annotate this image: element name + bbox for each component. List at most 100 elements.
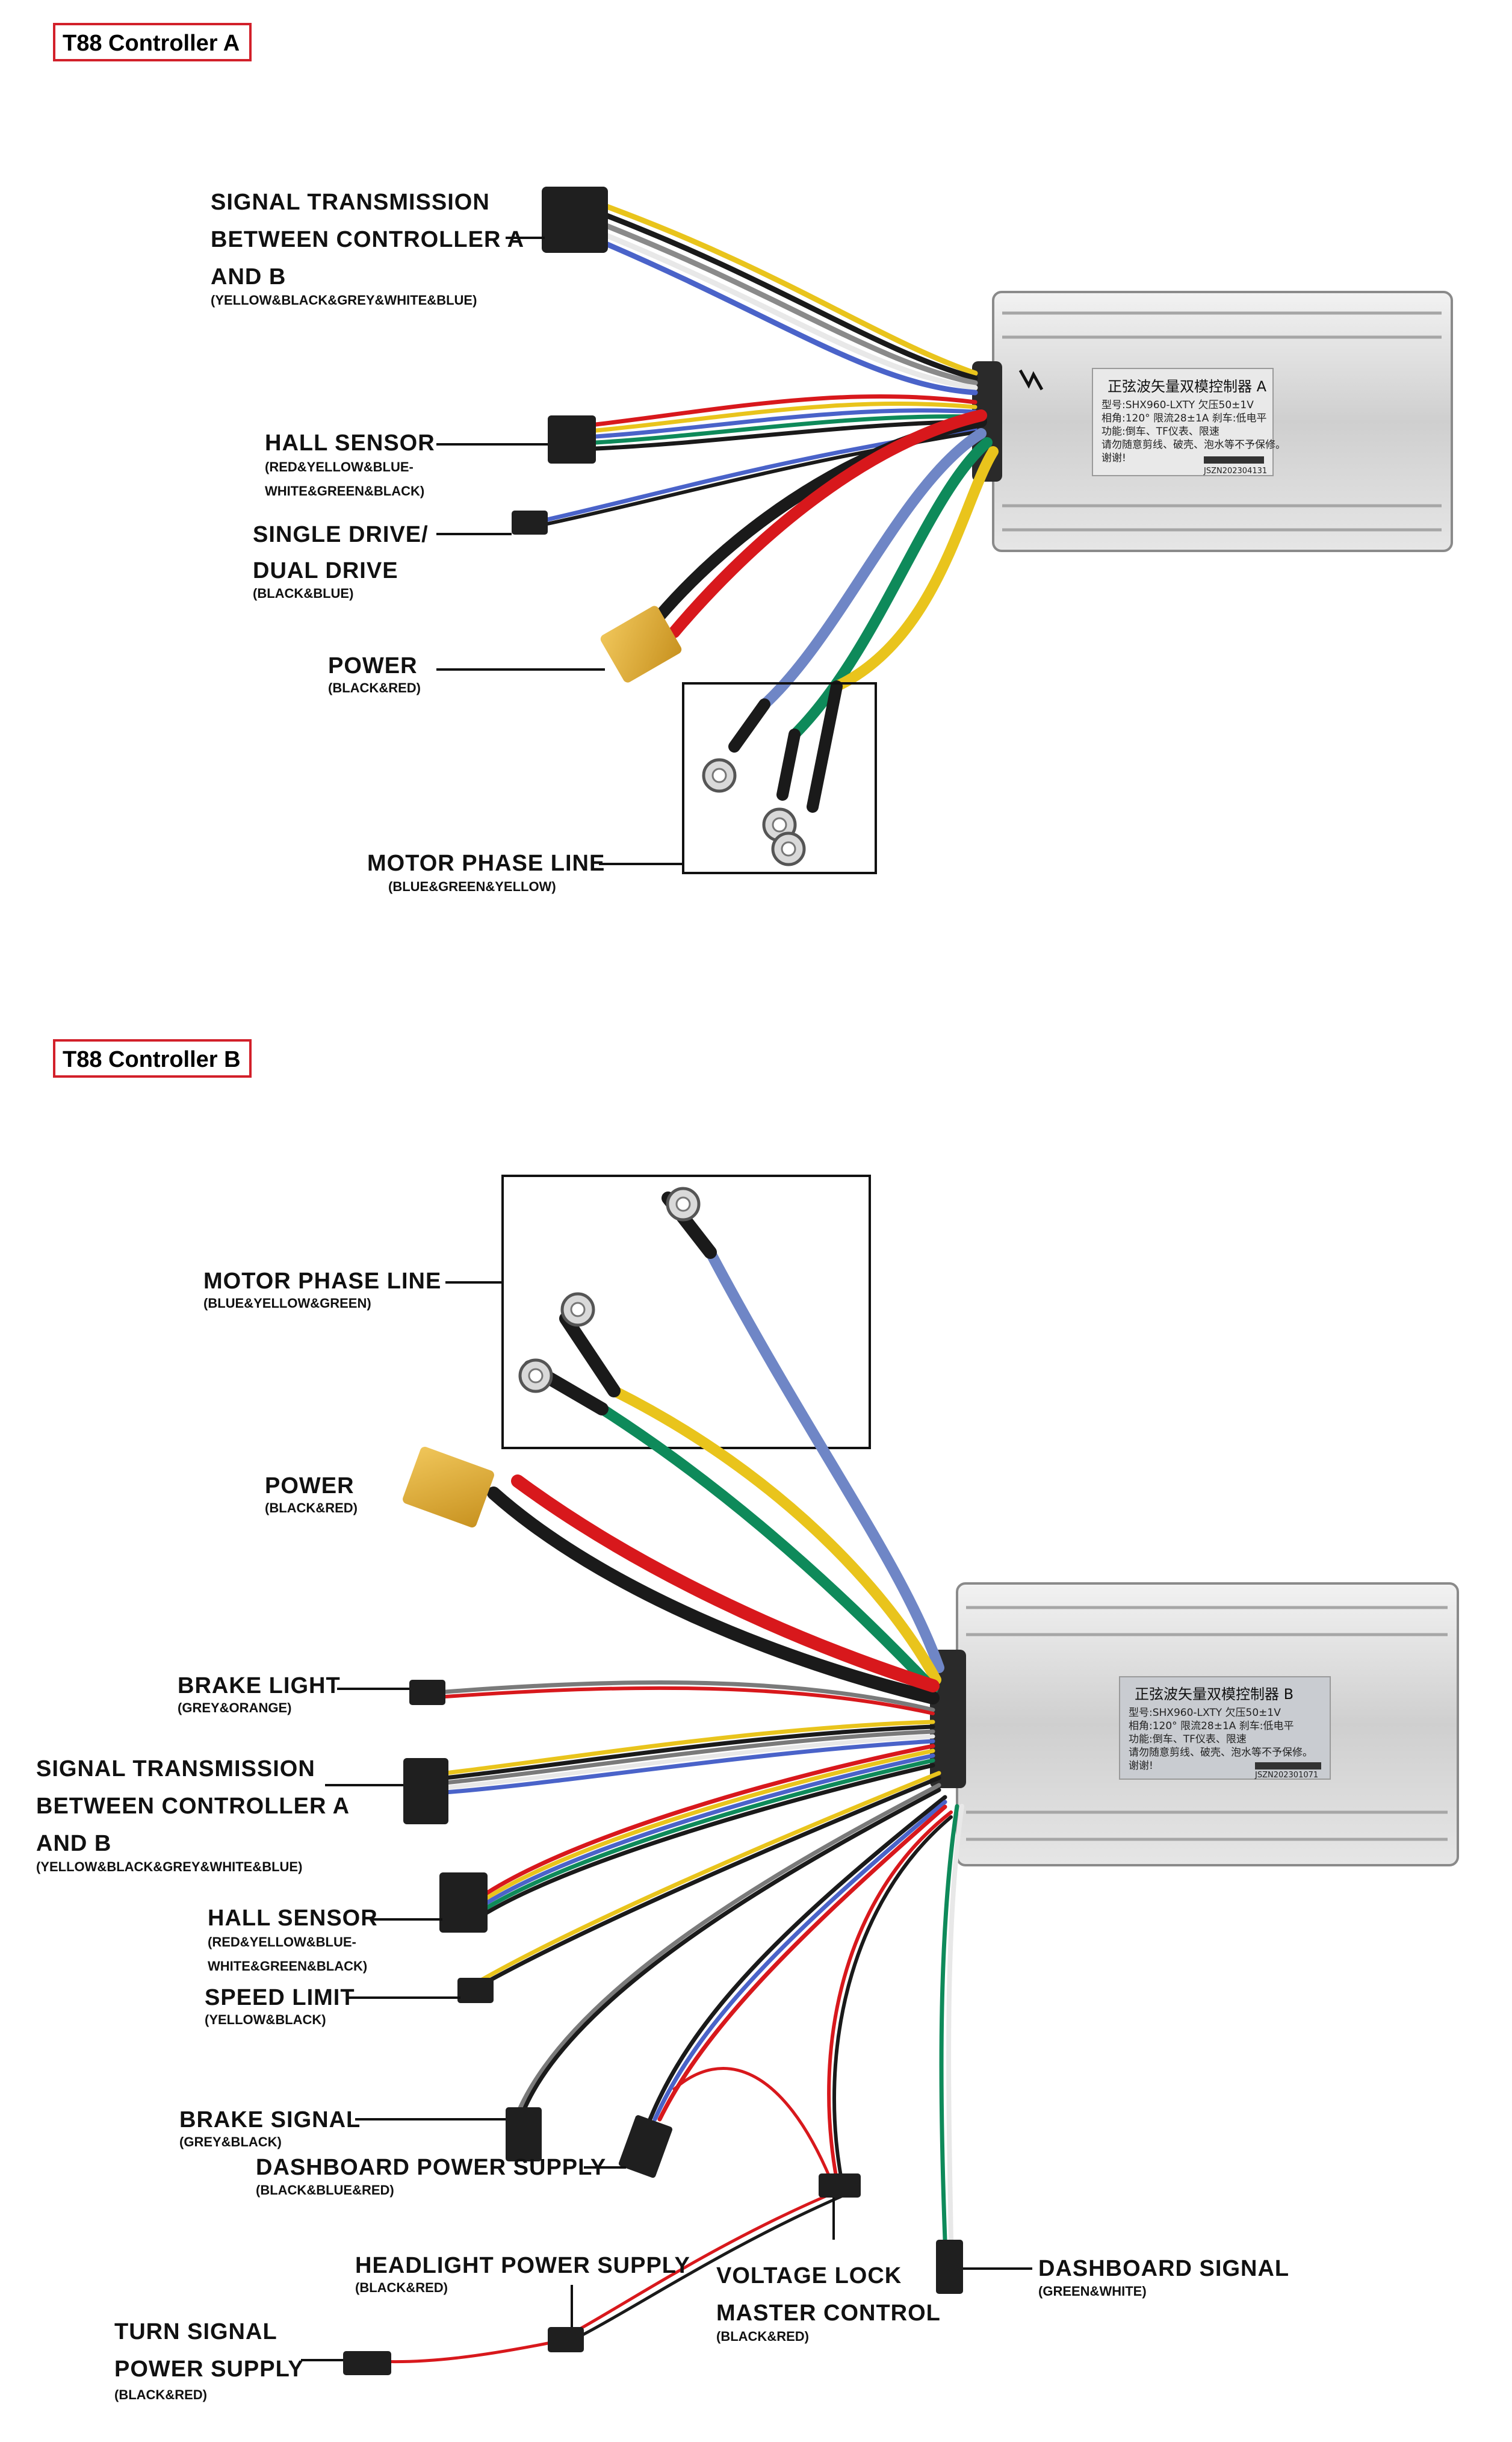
signal-connector-a xyxy=(542,187,608,253)
nameplate-b-line-5: 谢谢! xyxy=(1129,1760,1153,1772)
nameplate-a-line-5: 谢谢! xyxy=(1101,452,1126,464)
label-b-motor: MOTOR PHASE LINE xyxy=(203,1269,441,1294)
nameplate-b-line-2: 相角:120° 限流28±1A 刹车:低电平 xyxy=(1129,1720,1294,1732)
nameplate-b-serial: JSZN202301071 xyxy=(1254,1771,1318,1780)
connectors-a xyxy=(512,187,804,865)
nameplate-a-line-2: 相角:120° 限流28±1A 刹车:低电平 xyxy=(1101,412,1267,424)
section-title-a: T88 Controller A xyxy=(63,31,240,56)
drive-connector-a xyxy=(512,511,548,535)
label-b-headlight: HEADLIGHT POWER SUPPLY xyxy=(355,2253,690,2278)
label-b-power-sub: (BLACK&RED) xyxy=(265,1500,358,1515)
nameplate-b-title: 正弦波矢量双模控制器 B xyxy=(1135,1686,1294,1703)
brake-light-connector xyxy=(409,1680,445,1705)
xt60-connector-b xyxy=(403,1447,494,1527)
nameplate-b-line-4: 请勿随意剪线、破壳、泡水等不予保修。 xyxy=(1129,1747,1313,1759)
label-b-hall-sub: (RED&YELLOW&BLUE- xyxy=(208,1934,356,1950)
nameplate-a-line-3: 功能:倒车、TF仪表、限速 xyxy=(1101,426,1219,438)
label-a-power-sub: (BLACK&RED) xyxy=(328,680,421,695)
label-b-dashpower: DASHBOARD POWER SUPPLY xyxy=(256,2155,606,2180)
ring-terminal-blue-b xyxy=(668,1188,699,1220)
signal-connector-b xyxy=(403,1758,448,1824)
dashboard-power-connector xyxy=(618,2115,672,2178)
hall-connector-b xyxy=(439,1872,488,1933)
nameplate-a-title: 正弦波矢量双模控制器 A xyxy=(1108,378,1267,395)
label-b-brakesig-sub: (GREY&BLACK) xyxy=(179,2134,282,2149)
leaders-a xyxy=(436,237,683,865)
nameplate-b-line-3: 功能:倒车、TF仪表、限速 xyxy=(1129,1733,1247,1745)
motor-phase-box-b xyxy=(501,1175,871,1449)
label-b-power: POWER xyxy=(265,1473,355,1499)
label-a-motor-sub: (BLUE&GREEN&YELLOW) xyxy=(388,879,556,894)
label-b-dashsig-sub: (GREEN&WHITE) xyxy=(1038,2284,1147,2299)
wires-b xyxy=(359,1191,964,2364)
label-b-speed-sub: (YELLOW&BLACK) xyxy=(205,2012,326,2027)
label-a-power: POWER xyxy=(328,653,418,679)
brake-signal-connector xyxy=(506,2107,542,2161)
label-a-motor: MOTOR PHASE LINE xyxy=(367,851,605,876)
label-b-signal-3: AND B xyxy=(36,1831,111,1856)
label-b-signal-sub: (YELLOW&BLACK&GREY&WHITE&BLUE) xyxy=(36,1859,302,1874)
brand-mark-icon xyxy=(1018,369,1044,391)
label-a-signal-3: AND B xyxy=(211,264,286,290)
label-b-headlight-sub: (BLACK&RED) xyxy=(355,2280,448,2295)
label-b-hall: HALL SENSOR xyxy=(208,1906,378,1931)
label-b-brakelight-sub: (GREY&ORANGE) xyxy=(178,1700,291,1715)
label-b-dashpower-sub: (BLACK&BLUE&RED) xyxy=(256,2183,394,2198)
hall-connector-a xyxy=(548,415,596,464)
nameplate-a-line-4: 请勿随意剪线、破壳、泡水等不予保修。 xyxy=(1101,439,1286,451)
label-b-signal-2: BETWEEN CONTROLLER A xyxy=(36,1794,350,1819)
ring-terminal-blue-a xyxy=(704,760,735,791)
ring-terminal-yellow-a xyxy=(773,833,804,865)
nameplate-a-serial: JSZN202304131 xyxy=(1203,467,1267,476)
label-b-hall-sub2: WHITE&GREEN&BLACK) xyxy=(208,1959,367,1974)
label-a-drive-1: SINGLE DRIVE/ xyxy=(253,522,429,547)
label-b-vlock-1: VOLTAGE LOCK xyxy=(716,2263,902,2288)
nameplate-a-line-1: 型号:SHX960-LXTY 欠压50±1V xyxy=(1101,399,1254,411)
nameplate-b xyxy=(1119,1676,1331,1780)
voltage-lock-connector xyxy=(819,2173,861,2198)
label-a-drive-2: DUAL DRIVE xyxy=(253,558,398,583)
label-b-motor-sub: (BLUE&YELLOW&GREEN) xyxy=(203,1296,371,1311)
label-b-dashsig: DASHBOARD SIGNAL xyxy=(1038,2256,1289,2281)
connectors-b xyxy=(343,1188,963,2375)
label-b-signal-1: SIGNAL TRANSMISSION xyxy=(36,1756,315,1782)
label-a-signal-sub: (YELLOW&BLACK&GREY&WHITE&BLUE) xyxy=(211,293,477,308)
motor-phase-box-a xyxy=(682,682,877,874)
labels-b: MOTOR PHASE LINE (BLUE&YELLOW&GREEN) POW… xyxy=(36,1269,1289,2402)
label-a-hall-sub: (RED&YELLOW&BLUE- xyxy=(265,459,414,474)
label-b-vlock-2: MASTER CONTROL xyxy=(716,2301,941,2326)
label-a-hall: HALL SENSOR xyxy=(265,430,435,456)
title-box-a xyxy=(53,23,252,61)
ring-terminal-yellow-b xyxy=(562,1294,593,1325)
turn-signal-connector xyxy=(343,2351,391,2375)
label-b-turn-sub: (BLACK&RED) xyxy=(114,2387,207,2402)
label-b-brakesig: BRAKE SIGNAL xyxy=(179,2107,361,2133)
section-title-b: T88 Controller B xyxy=(63,1047,241,1072)
section-controller-b: T88 Controller B 正弦波矢量双模控制器 B 型号:SHX960-… xyxy=(36,1039,1459,2402)
label-a-signal-2: BETWEEN CONTROLLER A xyxy=(211,227,524,252)
label-b-turn-1: TURN SIGNAL xyxy=(114,2319,277,2344)
leaders-b xyxy=(301,1281,1032,2361)
section-controller-a: T88 Controller A 正弦波矢量双模控制器 A 型号:SHX960-… xyxy=(53,23,1453,894)
label-b-turn-2: POWER SUPPLY xyxy=(114,2357,304,2382)
label-b-vlock-sub: (BLACK&RED) xyxy=(716,2329,809,2344)
barcode-icon xyxy=(1204,456,1264,464)
dashboard-signal-connector xyxy=(936,2240,963,2294)
ring-terminal-green-b xyxy=(520,1360,551,1391)
label-b-brakelight: BRAKE LIGHT xyxy=(178,1673,341,1698)
label-a-signal-1: SIGNAL TRANSMISSION xyxy=(211,190,490,215)
label-a-drive-sub: (BLACK&BLUE) xyxy=(253,586,353,601)
speed-limit-connector xyxy=(457,1978,494,2003)
wires-a xyxy=(539,202,999,813)
label-a-hall-sub2: WHITE&GREEN&BLACK) xyxy=(265,483,424,499)
labels-a: SIGNAL TRANSMISSION BETWEEN CONTROLLER A… xyxy=(211,190,605,894)
headlight-connector xyxy=(548,2327,584,2352)
controller-a-body: 正弦波矢量双模控制器 A 型号:SHX960-LXTY 欠压50±1V 相角:1… xyxy=(972,291,1453,552)
xt60-connector-a xyxy=(600,606,682,683)
nameplate-b-line-1: 型号:SHX960-LXTY 欠压50±1V xyxy=(1129,1707,1281,1719)
barcode-icon xyxy=(1255,1762,1321,1769)
controller-b-body: 正弦波矢量双模控制器 B 型号:SHX960-LXTY 欠压50±1V 相角:1… xyxy=(930,1582,1459,1866)
title-box-b xyxy=(53,1039,252,1078)
label-b-speed: SPEED LIMIT xyxy=(205,1985,355,2010)
